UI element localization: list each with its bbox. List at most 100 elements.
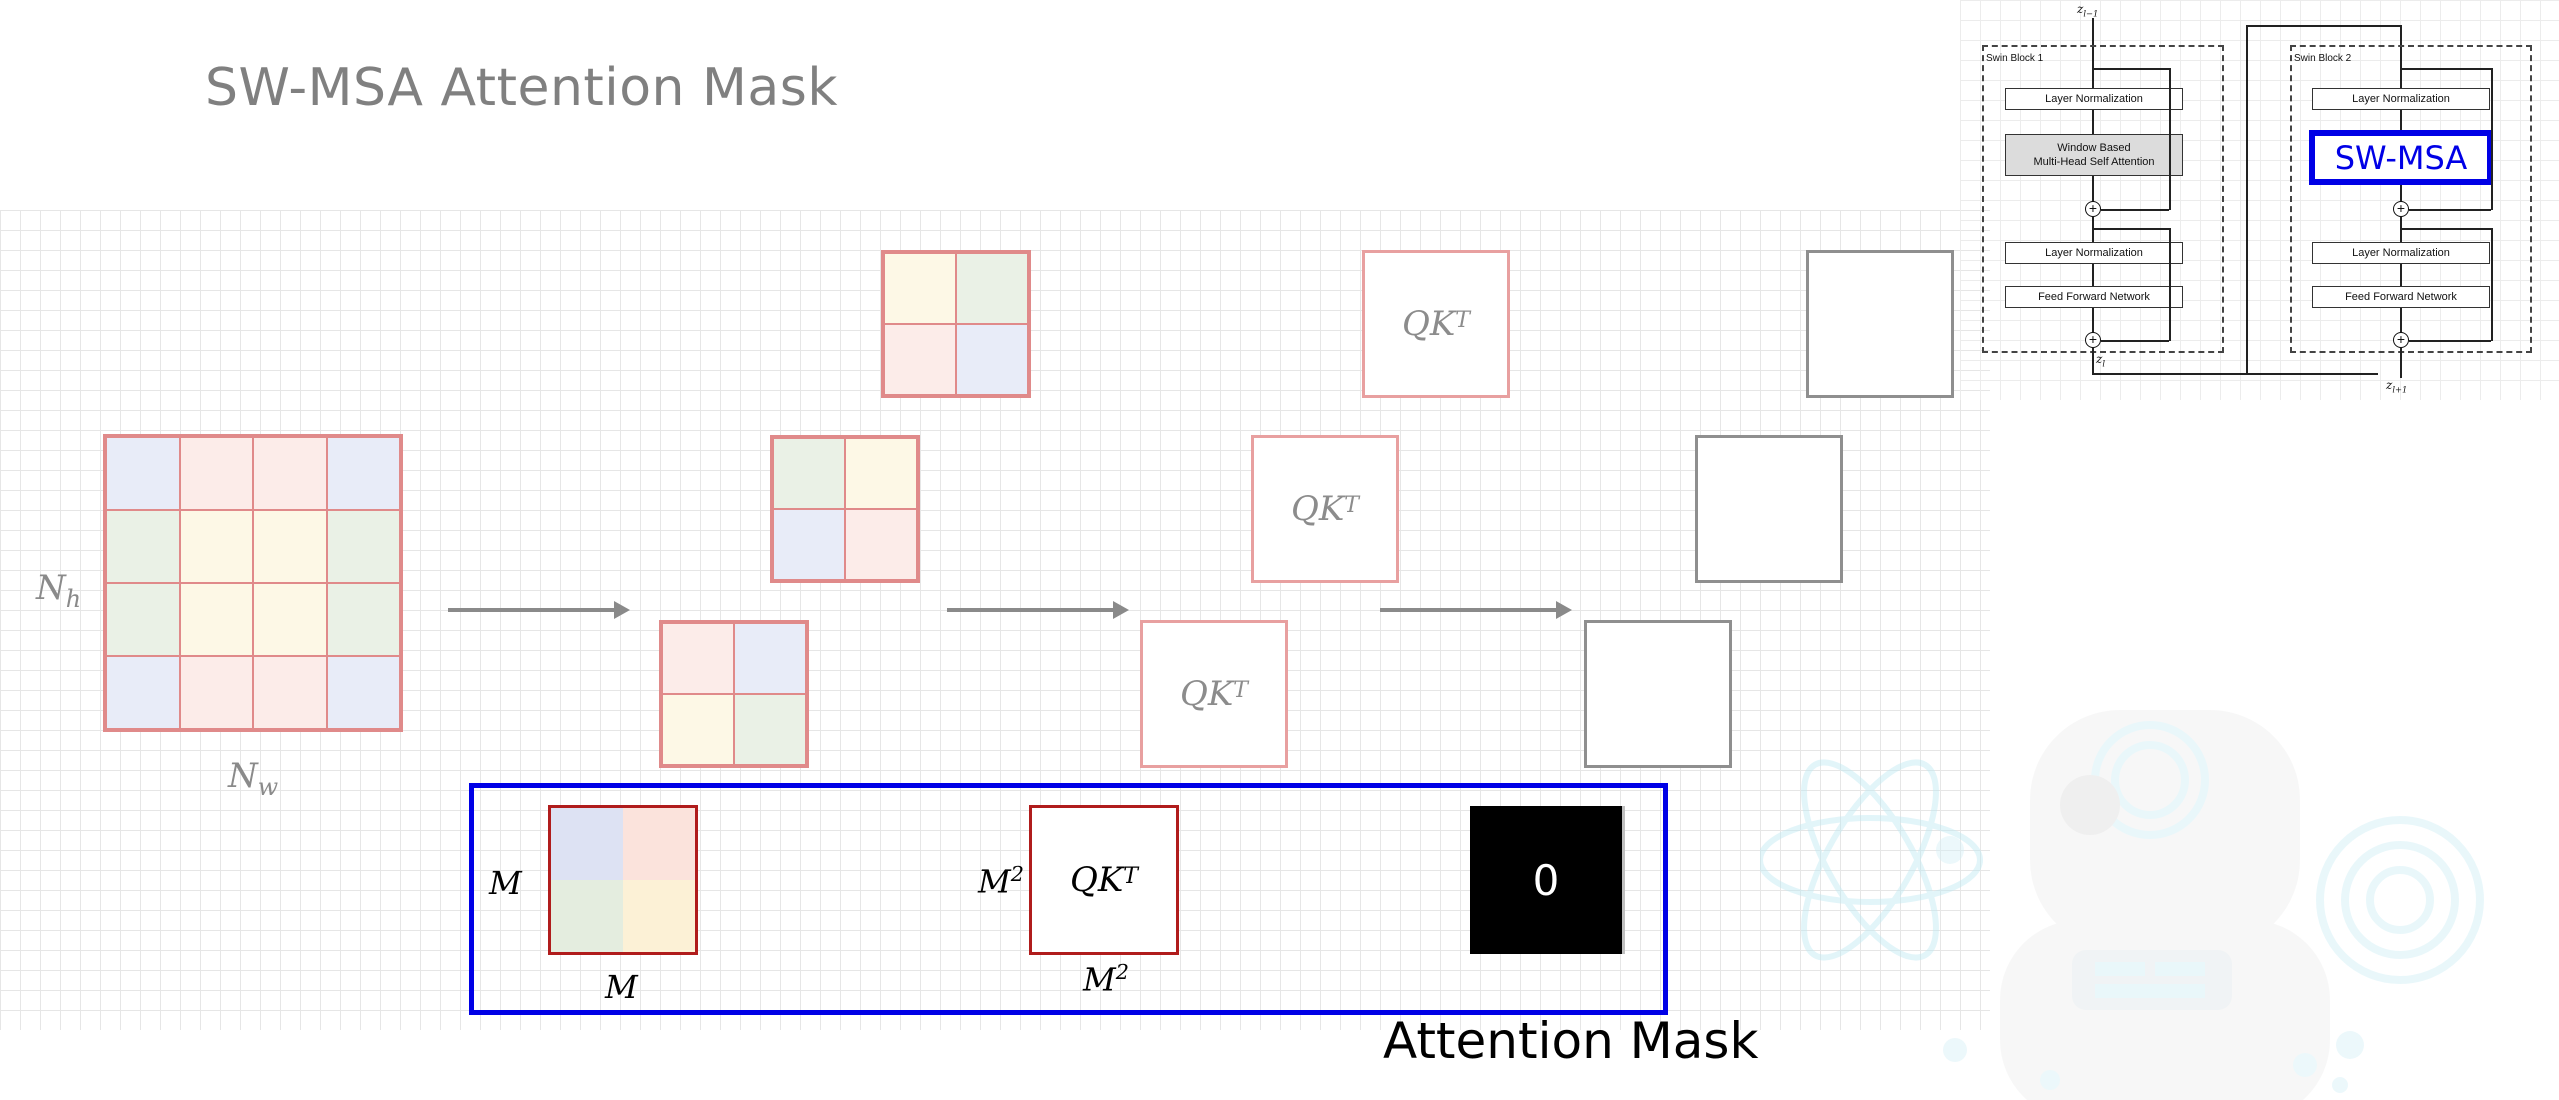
window-cell — [773, 509, 845, 580]
window-cell — [106, 656, 180, 729]
swin-block-2 — [2290, 45, 2532, 353]
window-cell — [845, 509, 917, 580]
connector-line — [2092, 217, 2094, 242]
connector-line — [2491, 228, 2493, 341]
window-cell — [179, 656, 253, 729]
connector-line — [2093, 68, 2169, 70]
add-icon: + — [2085, 201, 2101, 217]
mask-cell — [623, 808, 695, 880]
output-box-middle — [1695, 435, 1843, 583]
z-output-label: zl+1 — [2386, 378, 2408, 395]
output-box-top — [1806, 250, 1954, 398]
zero-mask-box: 0 — [1470, 806, 1625, 954]
window-cell — [734, 694, 806, 765]
connector-line — [2400, 348, 2402, 378]
layer-norm-box: Layer Normalization — [2005, 242, 2183, 264]
mask-cell — [551, 880, 623, 952]
connector-line — [2092, 18, 2094, 50]
window-cell — [662, 694, 734, 765]
connector-line — [2409, 340, 2491, 342]
connector-line — [2169, 68, 2171, 210]
arrow-right-icon — [448, 601, 630, 619]
mask-window — [548, 805, 698, 955]
connector-line — [2401, 228, 2491, 230]
connector-line — [2491, 68, 2493, 210]
connector-line — [2092, 264, 2094, 286]
robot-watermark-icon — [1760, 710, 2484, 1100]
block1-title: Swin Block 1 — [1986, 53, 2044, 64]
add-icon: + — [2085, 332, 2101, 348]
window-cell — [253, 510, 327, 583]
grid-background-top-right — [1960, 0, 2559, 400]
m-squared-label-left: M2 — [978, 862, 1024, 901]
window-cell — [845, 438, 917, 509]
connector-line — [2093, 228, 2169, 230]
connector-line — [2400, 185, 2402, 202]
attention-mask-label: Attention Mask — [1383, 1012, 1759, 1070]
connector-line — [2400, 110, 2402, 130]
window-cell — [253, 656, 327, 729]
window-cell — [884, 324, 956, 395]
connector-line — [2092, 348, 2094, 374]
window-cell — [956, 324, 1028, 395]
sw-msa-highlight-box: SW-MSA — [2309, 130, 2493, 185]
mask-cell — [551, 808, 623, 880]
swin-block-1 — [1982, 45, 2224, 353]
connector-line — [2101, 340, 2169, 342]
output-box-bottom — [1584, 620, 1732, 768]
connector-line — [2401, 68, 2491, 70]
arrow-right-icon — [1380, 601, 1572, 619]
connector-line — [2092, 176, 2094, 202]
window-cell — [326, 437, 400, 510]
nh-label: Nh — [36, 568, 82, 613]
window-cell — [956, 253, 1028, 324]
m-label-bottom: M — [605, 968, 638, 1006]
attention-mask-frame — [469, 783, 1668, 1015]
nw-label: Nw — [228, 756, 279, 801]
feature-map-grid — [103, 434, 403, 732]
connector-line — [2400, 217, 2402, 242]
add-icon: + — [2393, 332, 2409, 348]
window-cell — [179, 437, 253, 510]
window-bottom — [659, 620, 809, 768]
window-cell — [106, 437, 180, 510]
m-squared-label-bottom: M2 — [1083, 960, 1129, 999]
layer-norm-box: Layer Normalization — [2312, 242, 2490, 264]
connector-line — [2400, 25, 2402, 88]
page-title: SW-MSA Attention Mask — [205, 58, 838, 118]
window-cell — [773, 438, 845, 509]
connector-line — [2246, 25, 2400, 27]
layer-norm-box: Layer Normalization — [2312, 88, 2490, 110]
block2-title: Swin Block 2 — [2294, 53, 2352, 64]
window-cell — [326, 510, 400, 583]
connector-line — [2092, 308, 2094, 333]
window-cell — [734, 623, 806, 694]
window-cell — [106, 583, 180, 656]
mask-cell — [623, 880, 695, 952]
window-cell — [106, 510, 180, 583]
ffn-box: Feed Forward Network — [2005, 286, 2183, 308]
connector-line — [2409, 209, 2491, 211]
window-cell — [253, 437, 327, 510]
connector-line — [2101, 209, 2169, 211]
window-middle — [770, 435, 920, 583]
connector-line — [2400, 308, 2402, 333]
arrow-right-icon — [947, 601, 1129, 619]
window-cell — [179, 583, 253, 656]
m-label-left: M — [489, 864, 522, 902]
connector-line — [2092, 50, 2094, 88]
connector-line — [2169, 228, 2171, 341]
window-top — [881, 250, 1031, 398]
window-cell — [253, 583, 327, 656]
connector-line — [2246, 25, 2248, 374]
layer-norm-box: Layer Normalization — [2005, 88, 2183, 110]
window-cell — [662, 623, 734, 694]
ffn-box: Feed Forward Network — [2312, 286, 2490, 308]
window-cell — [179, 510, 253, 583]
connector-line — [2400, 264, 2402, 286]
window-cell — [326, 656, 400, 729]
